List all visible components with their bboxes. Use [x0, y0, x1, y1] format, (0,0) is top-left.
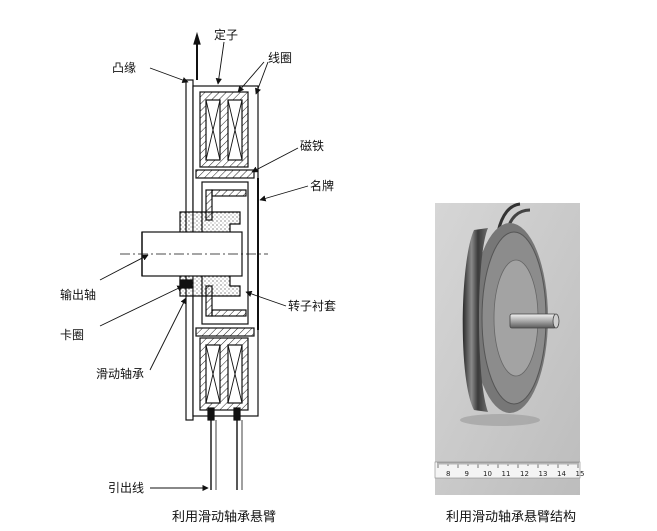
leader-xianquan-1	[237, 61, 265, 93]
lead-terminal-right	[233, 407, 241, 421]
ruler-number: 10	[483, 470, 492, 478]
motor-cross-section	[120, 31, 268, 490]
lower-coil-cross	[205, 344, 243, 404]
ruler-number: 13	[539, 470, 548, 478]
leader-mingpai	[259, 185, 309, 202]
ruler-number: 8	[446, 470, 450, 478]
lead-terminal-left	[207, 407, 215, 421]
upper-coil-cross	[205, 99, 243, 161]
rotor-rim-upper	[211, 189, 247, 197]
ruler	[434, 461, 581, 479]
leader-zhuanzichentao	[245, 290, 287, 307]
ruler-numbers: 8 9 10 11 12 13 14 15	[446, 470, 584, 478]
label-xianquan: 线圈	[268, 51, 292, 65]
flange-pin-tip	[193, 31, 201, 45]
leader-xianquan-2	[255, 61, 269, 95]
leader-citie	[251, 147, 299, 173]
magnet-upper	[195, 169, 255, 179]
leader-dingzi	[215, 41, 225, 85]
label-mingpai: 名牌	[310, 178, 334, 193]
retaining-ring	[179, 279, 193, 289]
motor-rim	[462, 228, 488, 412]
ruler-number: 9	[465, 470, 469, 478]
photo-shaft	[509, 313, 557, 329]
label-shuchuzhou: 输出轴	[60, 287, 96, 302]
motor-photo: 8 9 10 11 12 13 14 15	[434, 202, 584, 495]
leader-shuchuzhou	[99, 254, 149, 281]
rotor-rim-lower	[211, 309, 247, 317]
leader-lines	[99, 41, 309, 492]
magnet-lower	[195, 327, 255, 337]
label-tuyuan: 凸缘	[112, 61, 136, 75]
caption-left: 利用滑动轴承悬臂	[172, 510, 276, 525]
leader-huadongzhoucheng	[149, 297, 187, 371]
ruler-number: 12	[520, 470, 529, 478]
label-huadongzhoucheng: 滑动轴承	[96, 366, 144, 381]
leader-kaquan	[99, 285, 184, 327]
leader-tuyuan	[149, 67, 189, 83]
label-dingzi: 定子	[214, 27, 238, 42]
ruler-ticks	[437, 462, 579, 468]
ruler-number: 15	[576, 470, 585, 478]
caption-right: 利用滑动轴承悬臂结构	[446, 510, 576, 525]
label-yinchuxian: 引出线	[108, 481, 144, 495]
ruler-number: 14	[557, 470, 566, 478]
label-kaquan: 卡圈	[60, 328, 84, 342]
label-zhuanzichentao: 转子衬套	[288, 298, 336, 313]
ruler-number: 11	[502, 470, 511, 478]
label-citie: 磁铁	[300, 138, 324, 153]
